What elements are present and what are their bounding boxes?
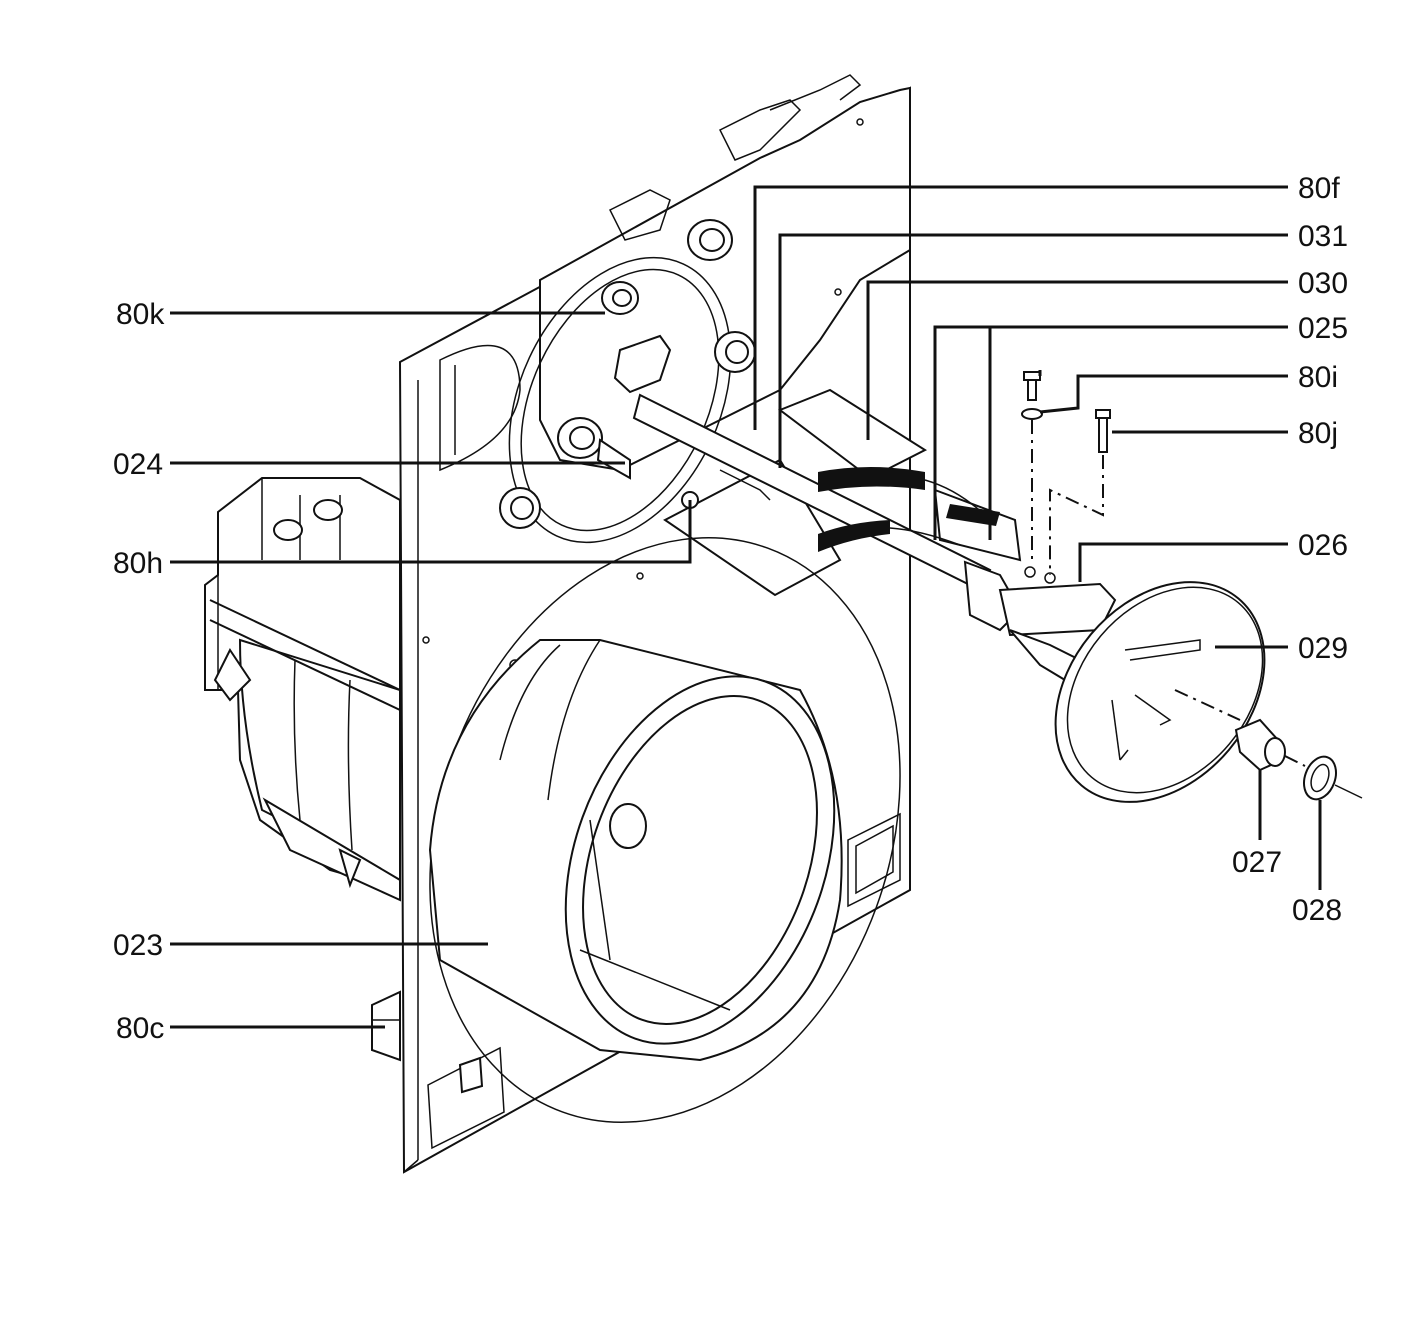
- label-024: 024: [113, 448, 163, 481]
- stabiliser-disc-029: [1054, 581, 1266, 803]
- shaft-024: [557, 417, 631, 480]
- leader-lines: [170, 185, 1322, 1029]
- screw-80j: [1049, 409, 1111, 575]
- bolt-right: [714, 331, 756, 373]
- bolt-top: [687, 219, 733, 261]
- label-031: 031: [1298, 220, 1348, 253]
- label-028: 028: [1292, 894, 1342, 927]
- leader-80f: [753, 185, 1288, 430]
- ignition-cables: [818, 467, 1000, 552]
- leader-025: [933, 325, 1288, 540]
- bolt-lower-left: [499, 487, 541, 529]
- label-030: 030: [1298, 267, 1348, 300]
- callout-labels: 80f 031 030 025 80i 80j 026 029 027 028 …: [113, 172, 1348, 1045]
- label-029: 029: [1298, 632, 1348, 665]
- label-80i: 80i: [1298, 361, 1338, 394]
- clip-80c: [371, 990, 401, 1062]
- leader-80i: [1038, 370, 1288, 414]
- label-80f: 80f: [1298, 172, 1340, 205]
- blast-tube-023: [428, 537, 901, 1123]
- motor-pump-unit: [204, 477, 401, 902]
- label-025: 025: [1298, 312, 1348, 345]
- label-026: 026: [1298, 529, 1348, 562]
- bolt-80k: [601, 281, 639, 315]
- label-80h: 80h: [113, 547, 163, 580]
- leader-030: [866, 280, 1288, 440]
- label-023: 023: [113, 929, 163, 962]
- nozzle-027: [1234, 718, 1306, 772]
- leader-031: [778, 233, 1288, 468]
- leader-80h: [170, 500, 692, 564]
- o-ring-028: [1303, 755, 1363, 801]
- leader-026: [1078, 542, 1288, 582]
- label-80k: 80k: [116, 298, 165, 331]
- label-80c: 80c: [116, 1012, 164, 1045]
- label-80j: 80j: [1298, 417, 1338, 450]
- nozzle-lance-025: [613, 334, 1117, 682]
- label-027: 027: [1232, 846, 1282, 879]
- screw-80i: [1021, 371, 1043, 565]
